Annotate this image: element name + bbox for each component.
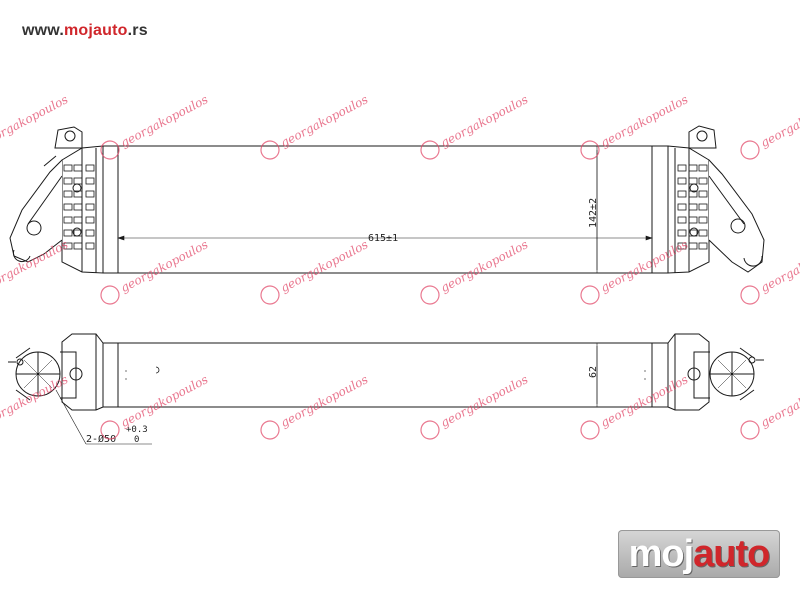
watermark-stamp: georgakopoulos <box>740 372 800 440</box>
left-tank <box>9 126 104 274</box>
site-url-prefix: www. <box>22 22 64 39</box>
watermark-logo-icon <box>260 140 280 160</box>
pipe-diameter-label: 2-Ø50 <box>86 433 116 445</box>
watermark-text: georgakopoulos <box>278 92 370 150</box>
height-dimension: 142±2 <box>588 198 599 228</box>
front-view <box>9 125 765 274</box>
watermark-stamp: georgakopoulos <box>0 92 70 150</box>
site-url-suffix: .rs <box>127 22 148 39</box>
watermark-logo-icon <box>580 140 600 160</box>
depth-dimension: 62 <box>588 366 599 378</box>
front-core <box>102 145 669 274</box>
watermark-logo-icon <box>580 420 600 440</box>
right-end-top <box>667 333 764 411</box>
watermark-logo-icon <box>260 420 280 440</box>
site-url[interactable]: www.mojauto.rs <box>22 22 148 40</box>
watermark-text: georgakopoulos <box>118 92 210 150</box>
watermark-logo-icon <box>740 285 760 305</box>
tolerance-lower: 0 <box>134 435 139 445</box>
watermark-text: georgakopoulos <box>0 372 70 430</box>
mojauto-logo: mojauto <box>618 530 780 578</box>
top-core <box>102 342 669 408</box>
watermark-logo-icon <box>420 285 440 305</box>
watermark-stamp: georgakopoulos <box>0 372 70 430</box>
watermark-logo-icon <box>740 140 760 160</box>
watermark-text: georgakopoulos <box>598 92 690 150</box>
logo-part-moj: moj <box>628 533 695 575</box>
site-url-accent: mojauto <box>64 22 128 39</box>
top-view <box>8 333 764 411</box>
watermark-stamp: georgakopoulos <box>740 92 800 160</box>
top-dimensions <box>55 346 598 445</box>
tolerance-upper: +0.3 <box>126 425 148 435</box>
watermark-logo-icon <box>100 140 120 160</box>
watermark-text: georgakopoulos <box>758 237 800 295</box>
watermark-logo-icon <box>100 420 120 440</box>
watermark-logo-icon <box>740 420 760 440</box>
watermark-logo-icon <box>420 140 440 160</box>
watermark-text: georgakopoulos <box>758 92 800 150</box>
right-tank <box>667 125 765 274</box>
left-end-top <box>8 333 104 411</box>
watermark-logo-icon <box>580 285 600 305</box>
watermark-logo-icon <box>100 285 120 305</box>
watermark-text: georgakopoulos <box>758 372 800 430</box>
length-dimension: 615±1 <box>368 233 398 244</box>
watermark-text: georgakopoulos <box>438 92 530 150</box>
watermark-logo-icon <box>420 420 440 440</box>
logo-part-auto: auto <box>693 533 770 575</box>
front-dimensions <box>117 150 653 270</box>
watermark-logo-icon <box>260 285 280 305</box>
